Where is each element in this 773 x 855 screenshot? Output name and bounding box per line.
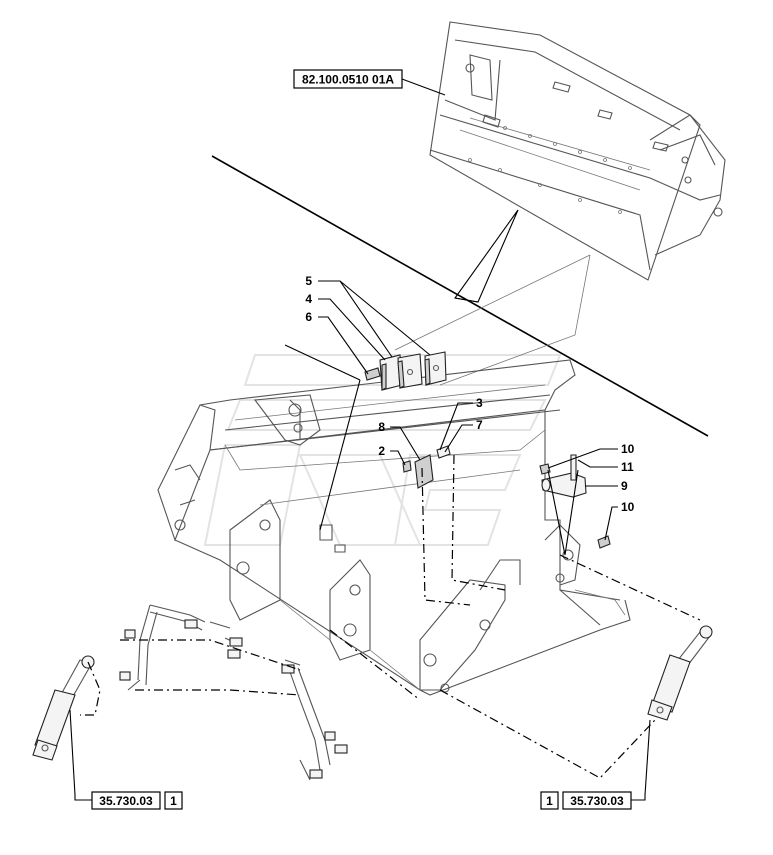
- callout-5[interactable]: 5: [305, 274, 312, 288]
- right-reference-leader: [631, 795, 646, 801]
- bucket-reference-label[interactable]: 82.100.0510 01A: [293, 69, 403, 89]
- bolt-2[interactable]: [402, 460, 412, 473]
- detail-pointer: [394, 209, 591, 386]
- left-reference-leader: [74, 795, 92, 801]
- right-hydraulic-cylinder[interactable]: [647, 625, 713, 721]
- left-cylinder-reference[interactable]: 35.730.03 1: [91, 791, 183, 810]
- callout-leaders: [69, 280, 651, 796]
- svg-text:1: 1: [546, 794, 553, 808]
- callout-6[interactable]: 6: [305, 310, 312, 324]
- callout-10-top[interactable]: 10: [621, 442, 635, 456]
- svg-text:35.730.03: 35.730.03: [570, 794, 624, 808]
- pin-9[interactable]: [541, 472, 587, 498]
- main-bucket-drawing: [157, 359, 631, 696]
- callout-11[interactable]: 11: [621, 460, 634, 474]
- bucket-reference-leader: [401, 78, 446, 96]
- nut-10-bottom[interactable]: [597, 535, 611, 549]
- svg-text:1: 1: [170, 794, 177, 808]
- separator-line: [211, 155, 709, 437]
- bucket-reference-drawing: [429, 21, 726, 281]
- svg-text:35.730.03: 35.730.03: [99, 794, 153, 808]
- wear-pad-6[interactable]: [364, 367, 381, 381]
- right-cylinder-reference[interactable]: 1 35.730.03: [540, 791, 632, 810]
- callout-7[interactable]: 7: [476, 418, 483, 432]
- callout-4[interactable]: 4: [305, 292, 312, 306]
- svg-text:82.100.0510 01A: 82.100.0510 01A: [302, 73, 394, 87]
- callout-2[interactable]: 2: [378, 444, 385, 458]
- callout-9[interactable]: 9: [621, 479, 628, 493]
- left-hydraulic-cylinder[interactable]: [32, 655, 95, 761]
- callout-8[interactable]: 8: [378, 420, 385, 434]
- assembly-dash-lines: [80, 454, 701, 779]
- callout-3[interactable]: 3: [476, 396, 483, 410]
- wear-pad-5a[interactable]: [397, 353, 423, 389]
- callout-10-bottom[interactable]: 10: [621, 500, 635, 514]
- shim-8[interactable]: [414, 454, 434, 489]
- hydraulic-hoses: [119, 604, 348, 781]
- nut-10-top[interactable]: [539, 463, 551, 475]
- wear-pad-5b[interactable]: [424, 351, 447, 386]
